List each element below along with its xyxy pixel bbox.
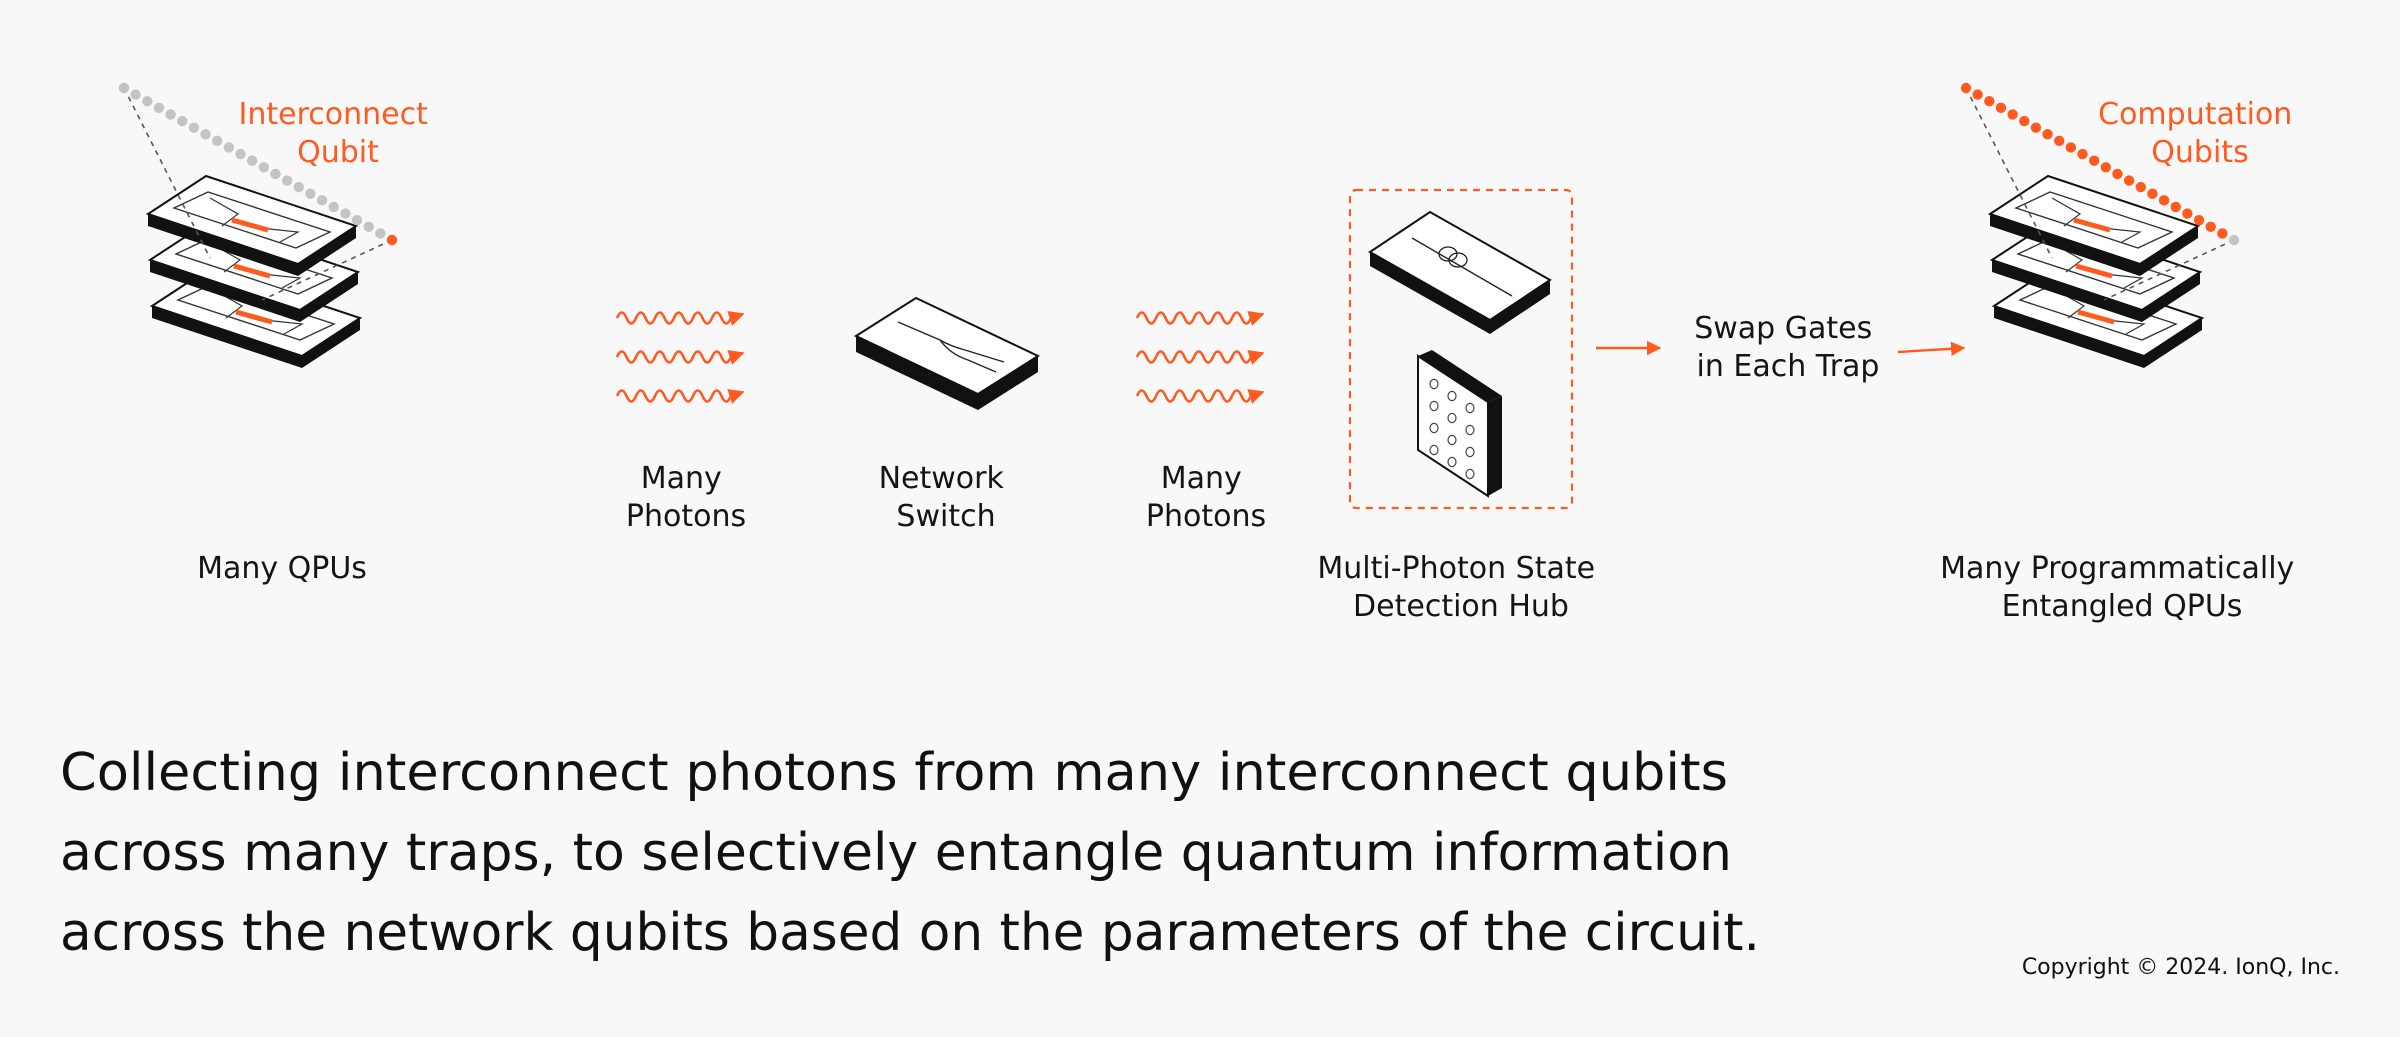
copyright-notice: Copyright © 2024. IonQ, Inc.: [2022, 955, 2340, 980]
ion-dot: [2019, 115, 2030, 127]
detector-pixel: [1429, 378, 1439, 390]
qpu-stack-right: [1990, 176, 2202, 368]
ion-dot: [2054, 135, 2065, 147]
ion-dot: [2030, 122, 2042, 133]
ion-dot: [340, 208, 351, 219]
ion-dot: [386, 234, 398, 246]
ion-dot: [2100, 162, 2112, 173]
ion-dot: [2147, 188, 2158, 199]
ion-dot: [2193, 214, 2205, 226]
ion-dot: [305, 188, 316, 199]
ion-dot: [258, 162, 270, 173]
ion-dot: [212, 135, 223, 147]
network-switch-icon: [853, 296, 1041, 410]
detector-array: [1417, 350, 1502, 498]
photon-wave: [615, 389, 745, 404]
detection-hub-outline: [1348, 188, 1574, 510]
ion-dot: [153, 102, 165, 114]
caption-line-3: across the network qubits based on the p…: [60, 903, 1760, 963]
ion-dot: [2205, 221, 2216, 232]
photon-wave: [615, 350, 745, 365]
ion-dot: [1960, 82, 1972, 94]
ion-dot: [2065, 142, 2077, 153]
ion-dot: [2077, 148, 2088, 160]
ion-dot: [1995, 102, 2007, 114]
ion-dot: [1972, 89, 1983, 100]
computation-qubits-callout: [1960, 82, 2240, 301]
detector-pixel: [1447, 390, 1457, 402]
label-entangled-qpus: Many Programmatically Entangled QPUs: [1940, 551, 2304, 624]
ion-dot: [351, 214, 363, 226]
detector-pixel: [1465, 468, 1475, 480]
detector-pixel: [1465, 424, 1475, 436]
beam-splitter-chip: [1368, 210, 1552, 334]
detector-pixel: [1447, 456, 1457, 468]
ion-dot: [2042, 129, 2053, 140]
ion-dot: [2088, 155, 2100, 166]
label-detection-hub: Multi-Photon State Detection Hub: [1317, 551, 1604, 624]
detector-pixel: [1429, 400, 1439, 412]
arrow-from-swap: [1897, 341, 1966, 356]
ion-dot: [1984, 96, 1995, 107]
ion-chain-interconnect: [118, 82, 398, 246]
interconnect-qubit-label: Interconnect Qubit: [239, 97, 438, 170]
detector-pixel: [1429, 444, 1439, 456]
ion-dot: [2217, 228, 2228, 239]
detector-pixel: [1429, 422, 1439, 434]
ion-dot: [235, 148, 246, 160]
photon-wave: [1135, 350, 1265, 365]
ion-dot: [142, 96, 153, 107]
ion-dot: [316, 195, 328, 206]
interconnect-qubit-callout: [118, 82, 398, 301]
detector-pixel: [1465, 402, 1475, 414]
ion-dot: [188, 122, 200, 133]
ion-dot: [2135, 181, 2146, 193]
ion-dot: [2123, 175, 2135, 186]
ion-dot: [165, 109, 176, 120]
ion-dot: [2007, 109, 2018, 120]
ion-dot: [118, 82, 130, 94]
label-many-photons-1: Many Photons: [626, 461, 746, 534]
detector-pixel: [1447, 434, 1457, 446]
label-network-switch: Network Switch: [879, 461, 1014, 534]
ion-dot: [246, 155, 258, 166]
ion-dot: [200, 129, 211, 140]
ion-dot: [293, 181, 304, 193]
photon-wave: [615, 311, 745, 326]
ion-dot: [328, 201, 339, 213]
photon-wave: [1135, 389, 1265, 404]
detection-hub: [1348, 188, 1574, 510]
photon-wave: [1135, 311, 1265, 326]
computation-qubits-label: Computation Qubits: [2098, 97, 2302, 170]
qpu-stack-left: [148, 176, 360, 368]
ion-dot: [177, 115, 188, 127]
caption-line-1: Collecting interconnect photons from man…: [60, 743, 1728, 803]
label-many-photons-2: Many Photons: [1146, 461, 1266, 534]
label-many-qpus: Many QPUs: [197, 551, 367, 586]
ion-chain-computation: [1960, 82, 2240, 246]
ion-dot: [281, 175, 293, 186]
photon-waves-2: [1135, 311, 1265, 404]
ion-dot: [223, 142, 235, 153]
ion-dot: [130, 89, 141, 100]
ion-dot: [2228, 234, 2240, 246]
detector-pixel: [1447, 412, 1457, 424]
ion-dot: [2170, 201, 2181, 213]
ion-dot: [363, 221, 374, 232]
label-swap-gates: Swap Gates in Each Trap: [1694, 311, 1882, 384]
photon-waves-1: [615, 311, 745, 404]
ion-dot: [375, 228, 386, 239]
detector-pixel: [1465, 446, 1475, 458]
ion-dot: [2112, 168, 2123, 180]
ion-dot: [270, 168, 281, 180]
caption-line-2: across many traps, to selectively entang…: [60, 823, 1732, 883]
ion-dot: [2182, 208, 2193, 219]
ion-dot: [2158, 195, 2170, 206]
